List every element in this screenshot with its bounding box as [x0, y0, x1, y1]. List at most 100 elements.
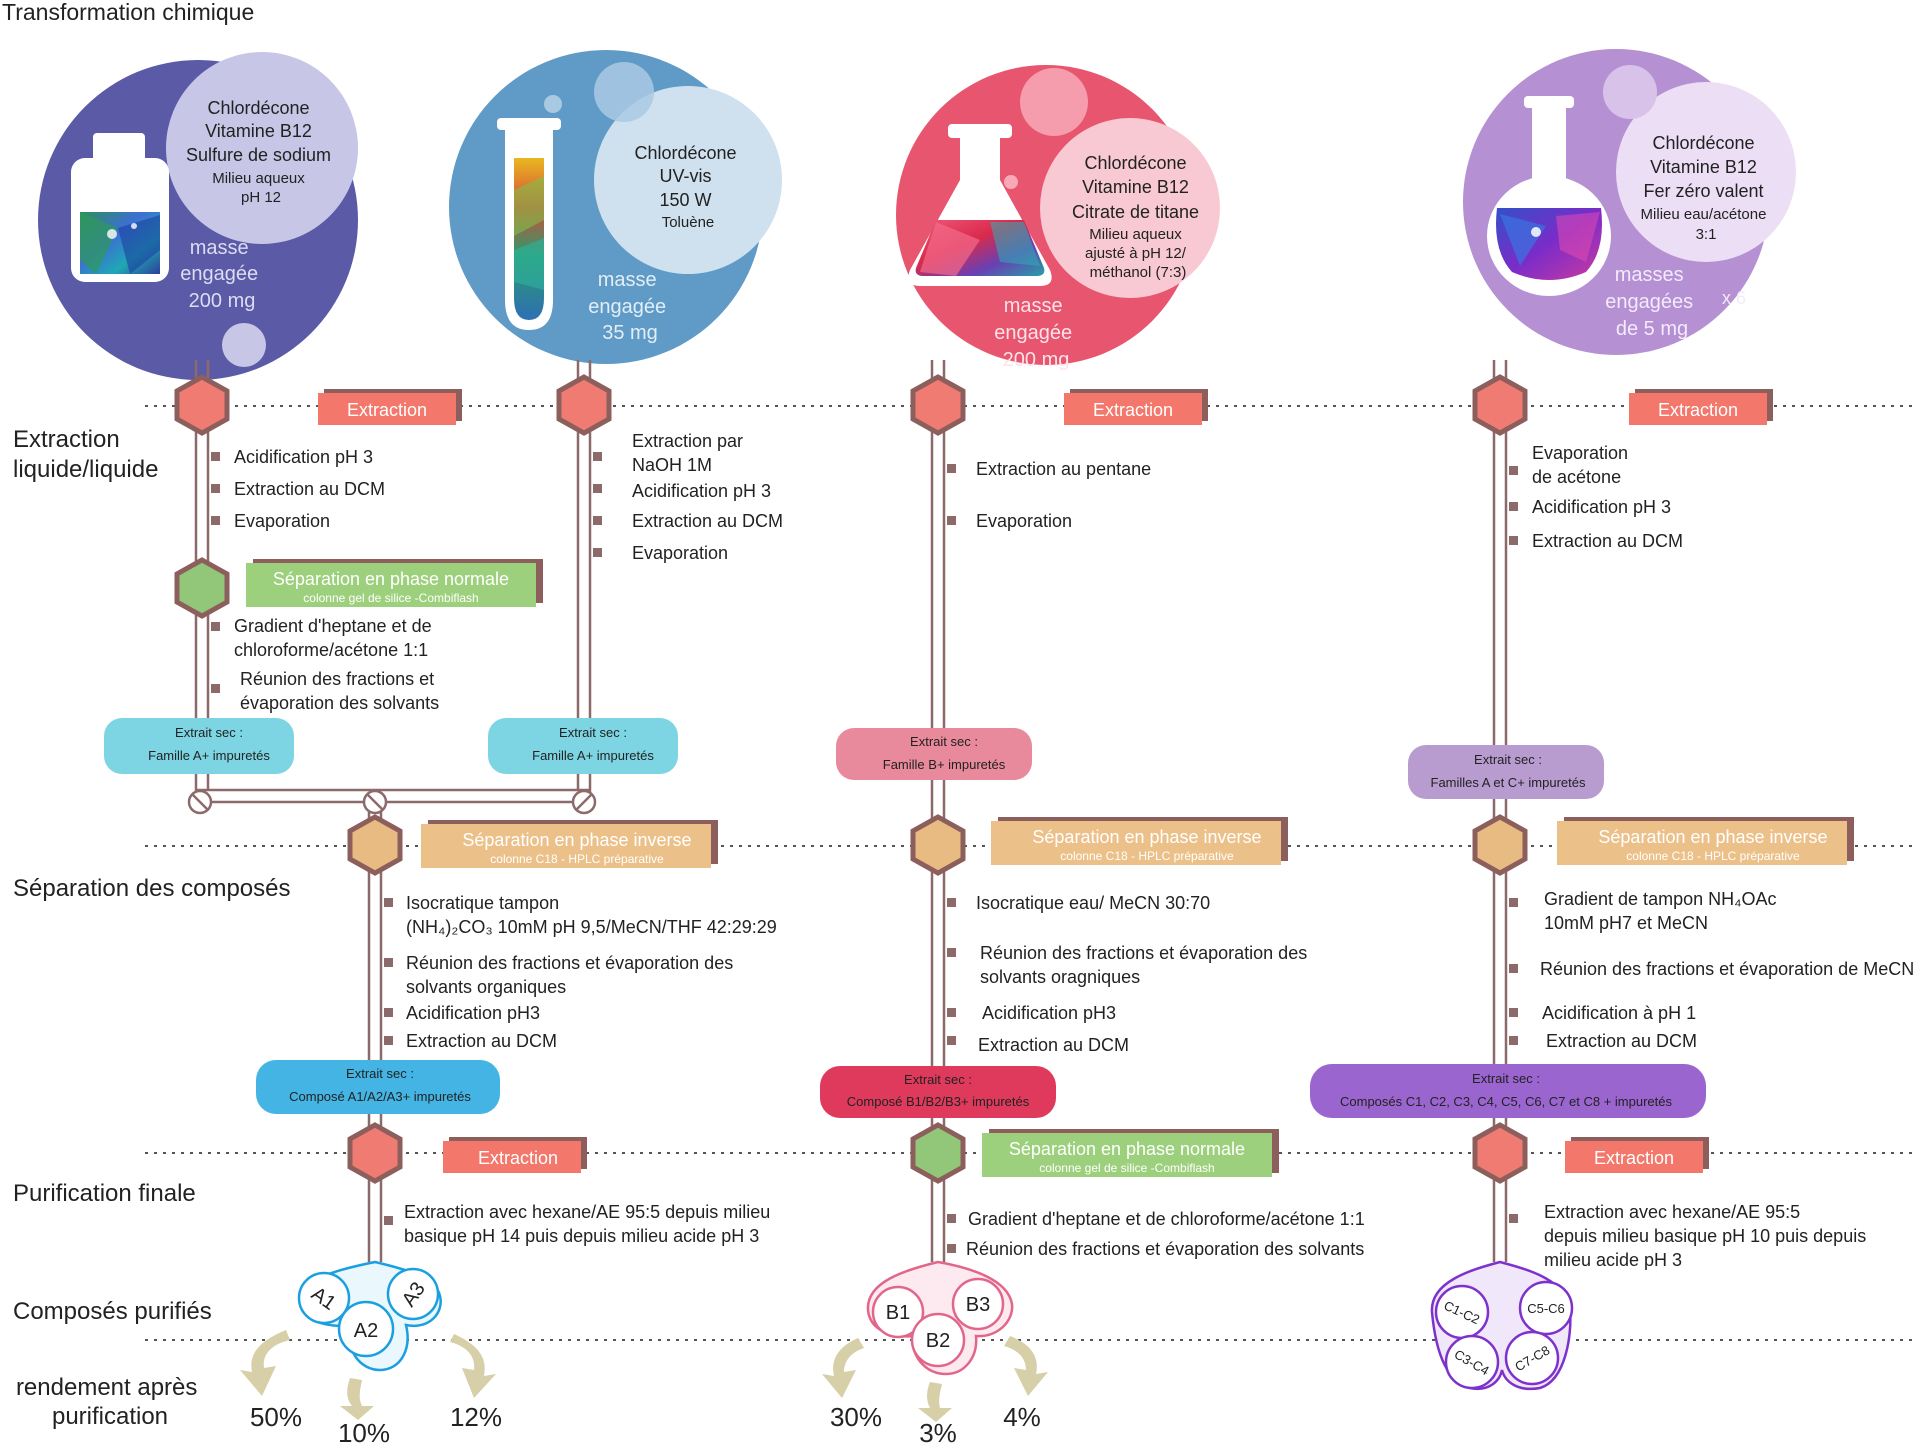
reaction-2-mass-line-2: engagée: [588, 296, 666, 318]
yield-arrows: [240, 1330, 1048, 1422]
hex-node-extraction-2: [556, 374, 612, 436]
compound-A1-bubble: [297, 1271, 351, 1325]
extract-pill-e1: Extrait sec : Famille A+ impuretés: [104, 718, 294, 774]
curved-arrow-icon: [1004, 1336, 1048, 1396]
extract-pill-cC-text: Composés C1, C2, C3, C4, C5, C6, C7 et C…: [1340, 1094, 1672, 1109]
reaction-1-line-1: Chlordécone: [207, 98, 309, 118]
tag-extraction-1: Extraction: [318, 389, 462, 425]
stage-label-extraction-line1: Extraction: [13, 426, 120, 453]
reaction-2-line-4: Toluène: [662, 214, 715, 231]
curved-arrow-icon: [340, 1378, 374, 1420]
colA-sep-3: Acidification pH3: [406, 1003, 540, 1023]
compound-cluster-B: B1 B3 B2: [866, 1260, 1014, 1376]
hex-node-final-A: [347, 1122, 403, 1184]
curved-arrow-icon: [450, 1334, 496, 1398]
compound-cluster-C: C1-C2 C5-C6 C3-C4 C7-C8: [1430, 1260, 1574, 1391]
colA-sep-1b: (NH₄)₂CO₃ 10mM pH 9,5/MeCN/THF 42:29:29: [406, 917, 777, 937]
hex-node-final-B: [910, 1122, 966, 1184]
tag-reverse-phase-C: Séparation en phase inverse colonne C18 …: [1557, 817, 1854, 865]
col1-normal-step-1a: Gradient d'heptane et de: [234, 616, 432, 636]
colB-sep-1: Isocratique eau/ MeCN 30:70: [976, 893, 1210, 913]
reaction-4-mass-line-1: masses: [1615, 264, 1684, 286]
hex-node-normal-phase-1: [174, 557, 230, 619]
test-tube-icon: [497, 118, 561, 330]
col2-step-3: Extraction au DCM: [632, 511, 783, 531]
tag-reverse-phase-B-sub: colonne C18 - HPLC préparative: [1060, 849, 1234, 863]
reaction-1-line-3: Sulfure de sodium: [186, 145, 331, 165]
reaction-4-mass-line-3: de 5 mg: [1616, 318, 1688, 340]
bubble-decoration: [1004, 175, 1018, 189]
yield-A1: 50%: [250, 1402, 302, 1432]
extract-pill-e1-text: Famille A+ impuretés: [148, 748, 270, 763]
reaction-4-line-4: Milieu eau/acétone: [1641, 206, 1767, 223]
reaction-1-mass-line-3: 200 mg: [189, 290, 256, 312]
yield-B3: 4%: [1003, 1402, 1041, 1432]
tag-extraction-1-text: Extraction: [347, 400, 427, 420]
reaction-1-mass-line-2: engagée: [180, 263, 258, 285]
extract-pill-e3: Extrait sec : Famille B+ impuretés: [836, 728, 1032, 780]
reaction-4-line-1: Chlordécone: [1652, 133, 1754, 153]
tag-extraction-3-text: Extraction: [1093, 400, 1173, 420]
flow-lines: [194, 360, 1508, 1262]
col3-step-1: Extraction au pentane: [976, 459, 1151, 479]
extract-pill-cC-label: Extrait sec :: [1472, 1071, 1540, 1086]
reaction-4-mass: masses engagées de 5 mg: [1605, 264, 1698, 340]
reaction-1-line-4: Milieu aqueux: [212, 170, 305, 187]
stage-label-separation: Séparation des composés: [13, 875, 291, 902]
reaction-3-line-6: méthanol (7:3): [1090, 264, 1187, 281]
colB-sep-4: Extraction au DCM: [978, 1035, 1129, 1055]
reaction-3: Chlordécone Vitamine B12 Citrate de tita…: [896, 65, 1220, 371]
extract-pill-cA: Extrait sec : Composé A1/A2/A3+ impureté…: [256, 1060, 500, 1114]
tag-normal-phase-1-sub: colonne gel de silice -Combiflash: [303, 591, 478, 605]
col1-normal-step-1b: chloroforme/acétone 1:1: [234, 640, 428, 660]
stage-label-yield-line1: rendement après: [16, 1374, 197, 1401]
extract-pill-cA-text: Composé A1/A2/A3+ impuretés: [289, 1089, 471, 1104]
hex-node-final-C: [1472, 1122, 1528, 1184]
colC-final-1c: milieu acide pH 3: [1544, 1250, 1682, 1270]
reaction-3-mass-line-1: masse: [1004, 295, 1063, 317]
reaction-1-mass: masse engagée 200 mg: [180, 237, 263, 312]
compound-A2-label: A2: [354, 1320, 378, 1342]
tag-reverse-phase-C-title: Séparation en phase inverse: [1598, 827, 1827, 847]
reaction-2-line-2: UV-vis: [659, 166, 711, 186]
step-text: Acidification pH 3 Extraction au DCM Eva…: [234, 431, 1914, 1270]
tag-extraction-3: Extraction: [1064, 389, 1208, 425]
reaction-1-mass-line-1: masse: [190, 237, 249, 259]
reaction-4-mass-line-2: engagées: [1605, 291, 1693, 313]
extract-pill-e3-label: Extrait sec :: [910, 734, 978, 749]
compound-B2-bubble: [910, 1312, 966, 1368]
col4-step-2: Acidification pH 3: [1532, 497, 1671, 517]
reaction-1-line-2: Vitamine B12: [205, 121, 312, 141]
reaction-2: Chlordécone UV-vis 150 W Toluène masse e…: [449, 50, 782, 364]
compound-C3C4-bubble: [1444, 1334, 1500, 1390]
compound-A3-bubble: [386, 1267, 440, 1321]
yield-B2: 3%: [919, 1418, 957, 1448]
col3-step-2: Evaporation: [976, 511, 1072, 531]
reaction-3-line-3: Citrate de titane: [1072, 202, 1199, 222]
colA-sep-4: Extraction au DCM: [406, 1031, 557, 1051]
extract-pill-e2: Extrait sec : Famille A+ impuretés: [488, 718, 678, 774]
reaction-3-mass: masse engagée 200 mg: [994, 295, 1077, 371]
colC-sep-4: Extraction au DCM: [1546, 1031, 1697, 1051]
extract-pill-e1-label: Extrait sec :: [175, 725, 243, 740]
reaction-4-mass-multiplier: x 6: [1722, 288, 1746, 308]
stage-label-yield: rendement après purification: [16, 1374, 204, 1430]
tag-extraction-C: Extraction: [1565, 1137, 1709, 1173]
col4-step-1a: Evaporation: [1532, 443, 1628, 463]
yield-A3: 12%: [450, 1402, 502, 1432]
reaction-2-mass-line-3: 35 mg: [602, 322, 658, 344]
hex-node-reverse-A: [347, 814, 403, 876]
col4-step-1b: de acétone: [1532, 467, 1621, 487]
bubble-decoration: [594, 62, 654, 122]
reaction-2-line-1: Chlordécone: [634, 143, 736, 163]
hex-nodes: [174, 374, 1528, 1184]
reaction-3-inner-circle: [1040, 118, 1220, 298]
col2-step-2: Acidification pH 3: [632, 481, 771, 501]
compound-B3-label: B3: [966, 1294, 990, 1316]
reaction-3-line-5: ajusté à pH 12/: [1085, 245, 1187, 262]
extract-pill-e4-label: Extrait sec :: [1474, 752, 1542, 767]
reaction-4-line-3: Fer zéro valent: [1643, 181, 1763, 201]
reaction-4-line-2: Vitamine B12: [1650, 157, 1757, 177]
compound-A2-bubble: [337, 1300, 395, 1358]
